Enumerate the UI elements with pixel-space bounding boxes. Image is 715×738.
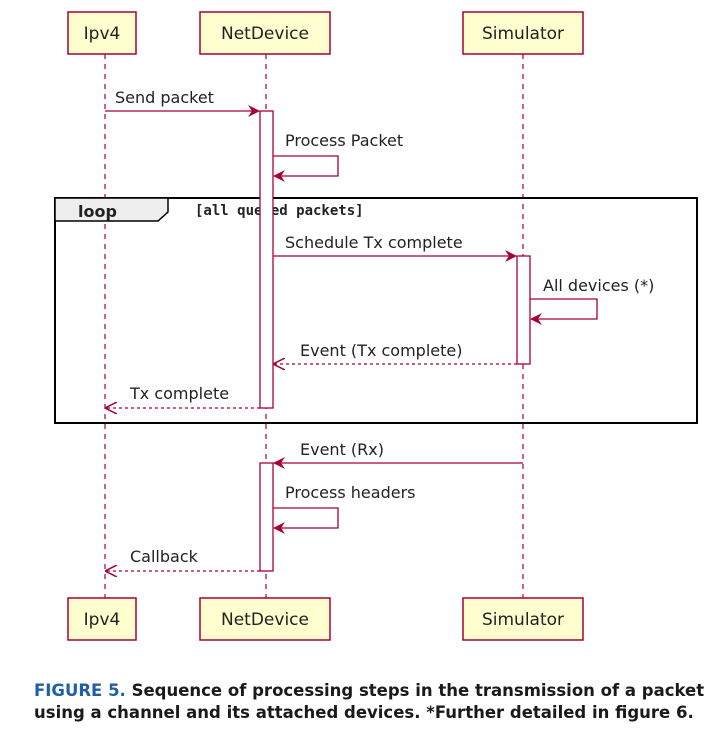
- participant-label: Ipv4: [84, 610, 121, 630]
- loop-label: loop: [78, 202, 117, 221]
- participant-netdevice-bottom: NetDevice: [199, 597, 331, 641]
- participant-label: Simulator: [482, 610, 564, 630]
- participant-label: Simulator: [482, 24, 564, 44]
- message-arrow-process-packet: [273, 155, 339, 182]
- participant-netdevice-top: NetDevice: [199, 11, 331, 55]
- figure-caption: FIGURE 5. Sequence of processing steps i…: [34, 680, 709, 724]
- message-label-tx-complete: Tx complete: [129, 384, 229, 403]
- participant-simulator-top: Simulator: [462, 11, 584, 55]
- participant-simulator-bottom: Simulator: [462, 597, 584, 641]
- message-arrow-all-devices: [530, 298, 598, 325]
- message-label-send-packet: Send packet: [115, 88, 214, 107]
- participant-label: NetDevice: [221, 610, 309, 630]
- loop-guard: [all queued packets]: [195, 203, 364, 219]
- participant-ipv4-bottom: Ipv4: [67, 597, 137, 641]
- message-label-event-rx: Event (Rx): [300, 440, 384, 459]
- message-label-schedule-tx: Schedule Tx complete: [285, 233, 463, 252]
- message-label-callback: Callback: [130, 547, 199, 566]
- message-label-process-headers: Process headers: [285, 483, 415, 502]
- figure-label: FIGURE 5.: [34, 681, 126, 700]
- activation-netdevice-2: [259, 462, 274, 572]
- loop-frame: loop [all queued packets]: [54, 197, 698, 424]
- figure-caption-text: Sequence of processing steps in the tran…: [34, 681, 705, 722]
- activation-netdevice-1: [259, 110, 274, 409]
- participant-ipv4-top: Ipv4: [67, 11, 137, 55]
- message-arrow-process-headers: [273, 507, 339, 534]
- participant-label: Ipv4: [84, 24, 121, 44]
- message-label-process-packet: Process Packet: [285, 131, 403, 150]
- activation-simulator-1: [516, 255, 531, 365]
- message-label-all-devices: All devices (*): [543, 276, 654, 295]
- participant-label: NetDevice: [221, 24, 309, 44]
- message-label-event-tx-complete: Event (Tx complete): [300, 341, 462, 360]
- sequence-diagram: loop [all queued packets] Send packet Pr…: [54, 11, 698, 641]
